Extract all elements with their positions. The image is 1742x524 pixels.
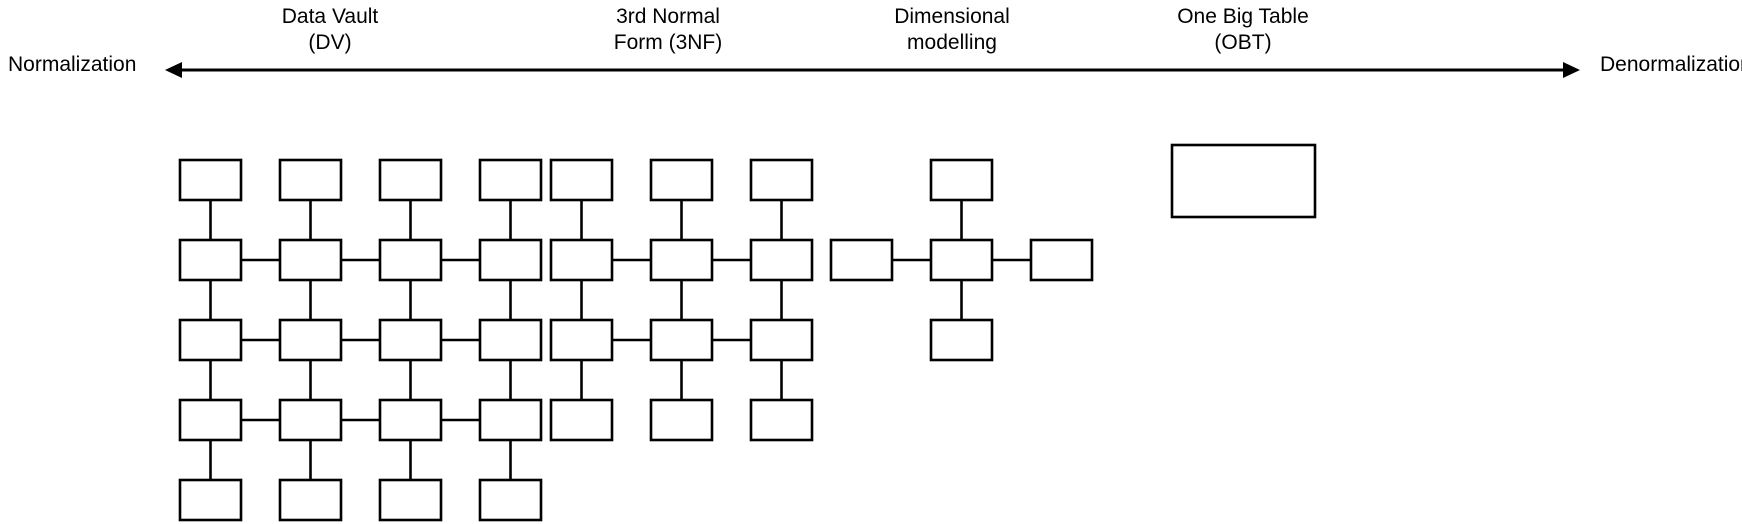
- table-node: [478, 238, 543, 282]
- stage-label-dimensional-modelling: Dimensional modelling: [894, 5, 1010, 54]
- table-node: [278, 318, 343, 362]
- stage-diagram-one-big-table: [1170, 143, 1317, 219]
- table-node: [478, 478, 543, 522]
- table-node: [178, 478, 243, 522]
- table-node: [278, 478, 343, 522]
- dimension-table-node: [1029, 238, 1094, 282]
- table-node: [649, 238, 714, 282]
- table-node: [549, 398, 614, 442]
- table-node: [649, 318, 714, 362]
- table-node: [478, 398, 543, 442]
- table-node: [649, 158, 714, 202]
- table-node: [278, 158, 343, 202]
- table-node: [749, 238, 814, 282]
- table-node: [549, 158, 614, 202]
- table-node: [378, 318, 443, 362]
- axis-label-normalization: Normalization: [8, 53, 137, 76]
- table-node: [178, 318, 243, 362]
- stage-label-data-vault: Data Vault (DV): [281, 5, 379, 54]
- table-node: [178, 398, 243, 442]
- table-node: [278, 238, 343, 282]
- one-big-table-node: [1170, 143, 1317, 219]
- table-node: [549, 318, 614, 362]
- table-node: [478, 158, 543, 202]
- axis-label-denormalization: Denormalization: [1600, 53, 1742, 76]
- dimension-table-node: [929, 318, 994, 362]
- table-node: [749, 398, 814, 442]
- table-node: [278, 398, 343, 442]
- table-node: [378, 478, 443, 522]
- fact-table-node: [929, 238, 994, 282]
- table-node: [178, 158, 243, 202]
- dimension-table-node: [929, 158, 994, 202]
- table-node: [749, 318, 814, 362]
- table-node: [549, 238, 614, 282]
- table-node: [478, 318, 543, 362]
- stage-diagram-dimensional-modelling: [829, 158, 1094, 362]
- axis-arrowhead-left-icon: [165, 62, 182, 78]
- dimension-table-node: [829, 238, 894, 282]
- table-node: [378, 158, 443, 202]
- table-node: [649, 398, 714, 442]
- axis-arrowhead-right-icon: [1563, 62, 1580, 78]
- table-node: [178, 238, 243, 282]
- table-node: [378, 238, 443, 282]
- table-node: [749, 158, 814, 202]
- spectrum-axis: [165, 62, 1580, 78]
- stage-diagram-data-vault: [178, 158, 543, 522]
- stage-diagram-third-normal-form: [549, 158, 814, 442]
- stage-label-one-big-table: One Big Table (OBT): [1177, 5, 1309, 54]
- stage-label-third-normal-form: 3rd Normal Form (3NF): [613, 5, 723, 54]
- table-node: [378, 398, 443, 442]
